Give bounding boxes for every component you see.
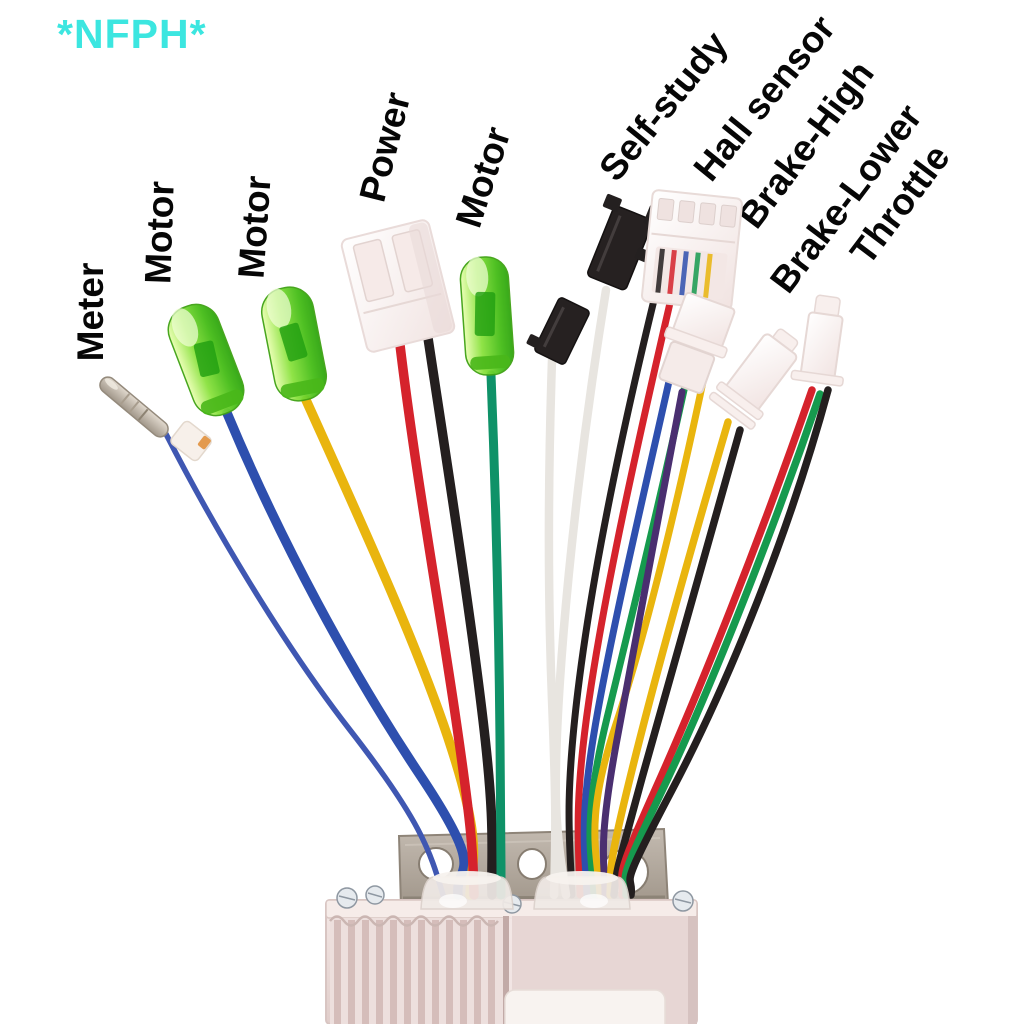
label-motor-1: Motor bbox=[137, 181, 182, 285]
throttle-connector bbox=[790, 294, 844, 387]
meter-wire bbox=[163, 431, 446, 898]
hall-sensor-connector bbox=[640, 189, 744, 311]
label-motor-3: Motor bbox=[448, 122, 519, 232]
motor-wire-blue bbox=[222, 408, 469, 900]
cable-grommets bbox=[420, 871, 631, 910]
label-power: Power bbox=[352, 88, 419, 206]
right-wires bbox=[544, 285, 832, 900]
motor-bullet-connector-3 bbox=[459, 256, 515, 376]
watermark-text: *NFPH* bbox=[57, 11, 207, 57]
throttle-wire-black bbox=[626, 386, 832, 899]
self-study-connector-lower bbox=[526, 297, 590, 365]
meter-terminal bbox=[99, 376, 212, 462]
brake-high-wire-purple bbox=[599, 388, 686, 899]
self-study-connector-upper bbox=[587, 193, 663, 291]
label-motor-2: Motor bbox=[230, 174, 278, 279]
self-study-wire-white-2 bbox=[551, 285, 611, 900]
controller-case bbox=[325, 885, 698, 1024]
label-meter: Meter bbox=[70, 263, 111, 362]
case-label-sticker bbox=[504, 989, 666, 1024]
grommet-left bbox=[420, 871, 514, 910]
case-seam bbox=[503, 916, 509, 1024]
brake-high-connector bbox=[658, 291, 736, 394]
brake-lower-wire-yellow bbox=[606, 418, 732, 899]
heatsink-fins bbox=[329, 915, 499, 1024]
power-connector bbox=[340, 219, 456, 353]
hall-wire-black bbox=[565, 296, 658, 899]
motor-wire-green bbox=[486, 370, 506, 900]
hall-wire-blue bbox=[580, 301, 690, 899]
meter-wire-sleeve bbox=[170, 420, 212, 462]
motor-bullet-connector-2 bbox=[260, 286, 328, 402]
power-wire-black bbox=[423, 333, 497, 900]
motor-bullet-connector-1 bbox=[167, 303, 245, 417]
left-wires bbox=[163, 333, 506, 900]
hall-wire-red bbox=[574, 299, 674, 899]
power-wire-red bbox=[395, 340, 479, 900]
brake-lower-wire-black bbox=[610, 426, 744, 899]
brake-lower-connector bbox=[708, 328, 799, 430]
grommet-right bbox=[533, 871, 631, 910]
throttle-wire-green bbox=[621, 390, 824, 899]
